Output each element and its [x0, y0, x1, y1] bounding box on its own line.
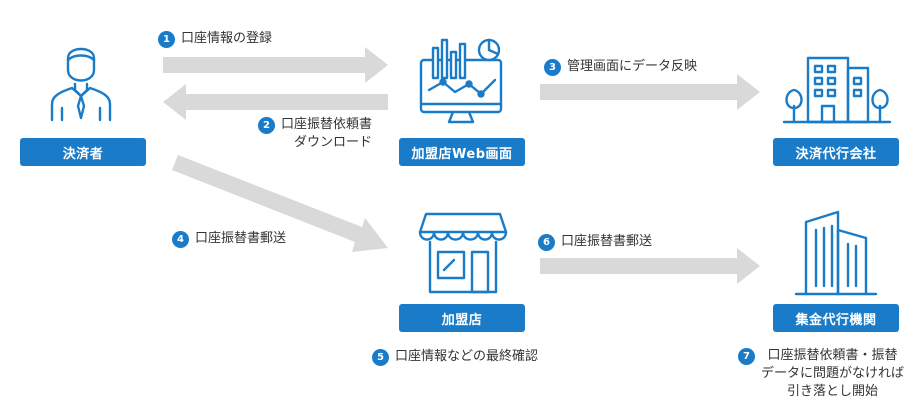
step-2: 2 口座振替依頼書 ダウンロード	[258, 116, 372, 152]
step-2-number: 2	[258, 117, 275, 134]
arrow-step-2	[163, 84, 388, 120]
skyscraper-icon	[794, 210, 878, 296]
office-building-icon	[782, 56, 892, 124]
dashboard-monitor-icon	[419, 38, 503, 124]
storefront-icon	[418, 212, 508, 294]
step-7-number: 7	[738, 348, 755, 365]
step-6-text: 口座振替書郵送	[561, 234, 653, 249]
step-1-number: 1	[158, 31, 175, 48]
arrow-step-3	[540, 74, 760, 110]
step-5: 5 口座情報などの最終確認	[372, 348, 538, 366]
step-3: 3 管理画面にデータ反映	[544, 58, 697, 76]
step-7-text-line-3: 引き落とし開始	[787, 384, 879, 399]
arrow-step-1	[163, 47, 388, 83]
step-5-text: 口座情報などの最終確認	[395, 349, 539, 364]
collection-agent-label: 集金代行機関	[773, 304, 899, 332]
payer-label: 決済者	[20, 138, 146, 166]
step-2-text-line-2: ダウンロード	[294, 135, 373, 150]
step-3-number: 3	[544, 59, 561, 76]
step-4-text: 口座振替書郵送	[195, 231, 287, 246]
step-7-text-line-2: データに問題がなければ	[761, 366, 905, 381]
arrow-step-4	[172, 155, 388, 252]
step-7-text-line-1: 口座振替依頼書・振替	[767, 348, 898, 363]
step-2-text-line-1: 口座振替依頼書	[281, 117, 373, 132]
step-7: 7 口座振替依頼書・振替 データに問題がなければ 引き落とし開始	[738, 347, 904, 401]
step-4-number: 4	[172, 231, 189, 248]
arrow-step-6	[540, 248, 760, 284]
settlement-agent-label: 決済代行会社	[773, 138, 899, 166]
step-1: 1 口座情報の登録	[158, 30, 272, 48]
step-3-text: 管理画面にデータ反映	[567, 59, 698, 74]
store-web-label: 加盟店Web画面	[399, 138, 525, 166]
step-6-number: 6	[538, 234, 555, 251]
businessman-icon	[50, 47, 112, 122]
step-5-number: 5	[372, 349, 389, 366]
store-label: 加盟店	[399, 304, 525, 332]
step-1-text: 口座情報の登録	[181, 31, 273, 46]
step-6: 6 口座振替書郵送	[538, 233, 652, 251]
step-4: 4 口座振替書郵送	[172, 230, 286, 248]
